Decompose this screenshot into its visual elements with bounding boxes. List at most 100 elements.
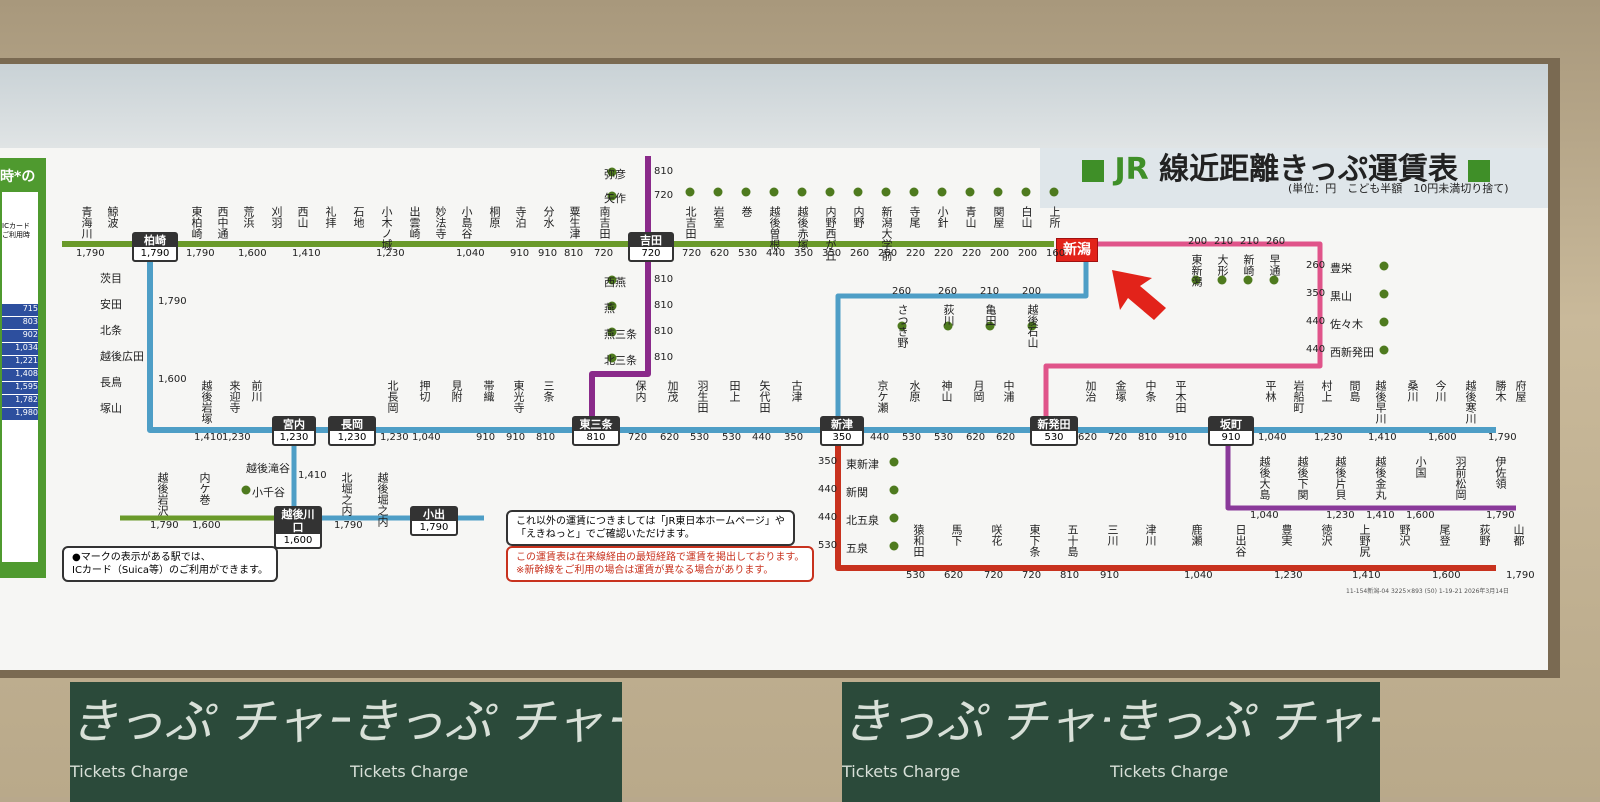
fare-白山: 200 xyxy=(1018,248,1038,259)
hub-fare: 1,230 xyxy=(279,432,309,443)
station-巻: 巻 xyxy=(740,206,753,217)
station-羽生田: 羽生田 xyxy=(696,380,709,413)
station-西新発田: 西新発田 xyxy=(1330,346,1374,359)
fare-安田: 1,790 xyxy=(158,296,187,307)
fare-寺尾: 220 xyxy=(906,248,926,259)
ic-dot-icon xyxy=(889,541,899,551)
yahiko-line xyxy=(589,156,651,430)
station-加治: 加治 xyxy=(1084,380,1097,402)
fare-北三条: 810 xyxy=(654,352,674,363)
station-越後広田: 越後広田 xyxy=(100,350,144,363)
sign-english: Tickets Charge xyxy=(70,762,189,781)
jr-logo: JR xyxy=(1114,152,1149,187)
station-豊実: 豊実 xyxy=(1280,524,1293,546)
station-上野尻: 上野尻 xyxy=(1358,524,1371,557)
fare-越後大島: 1,040 xyxy=(1250,510,1279,521)
fare-越後赤塚: 350 xyxy=(794,248,814,259)
ic-dot-icon xyxy=(769,187,779,197)
station-青山: 青山 xyxy=(964,206,977,228)
fare-東柏崎: 1,790 xyxy=(186,248,215,259)
station-越後金丸: 越後金丸 xyxy=(1374,456,1387,500)
station-越後大島: 越後大島 xyxy=(1258,456,1271,500)
station-平林: 平林 xyxy=(1264,380,1277,402)
station-北三条: 北三条 xyxy=(604,354,637,367)
station-府屋: 府屋 xyxy=(1514,380,1527,402)
ic-fare-row: 1,034 xyxy=(2,343,38,355)
shinetsu-upper-line xyxy=(835,244,1089,430)
fare-西新発田: 440 xyxy=(1306,344,1326,355)
station-矢作: 矢作 xyxy=(604,192,626,205)
fare-今川: 1,600 xyxy=(1428,432,1457,443)
hub-fare: 530 xyxy=(1044,432,1064,443)
ticket-sign-4: きっぷ チャージTickets Charge xyxy=(1110,682,1380,802)
fare-小島谷: 1,040 xyxy=(456,248,485,259)
fine-print: 11-154新潟-04 3225×893 (50) 1-19-21 2026年3… xyxy=(1346,588,1509,595)
ic-dot-icon xyxy=(943,321,953,331)
ic-dot-icon xyxy=(607,275,617,285)
ic-dot-icon xyxy=(1191,275,1201,285)
fare-上野尻: 1,410 xyxy=(1352,570,1381,581)
station-内野西が丘: 内野西が丘 xyxy=(824,206,837,261)
station-小木ノ城: 小木ノ城 xyxy=(380,206,393,250)
fare-内野西が丘: 350 xyxy=(822,248,842,259)
fare-豊実: 1,230 xyxy=(1274,570,1303,581)
station-越後岩塚: 越後岩塚 xyxy=(200,380,213,424)
station-亀田: 亀田 xyxy=(984,304,997,326)
station-燕: 燕 xyxy=(604,302,615,315)
fare-三川: 910 xyxy=(1100,570,1120,581)
sign-english: Tickets Charge xyxy=(1110,762,1229,781)
fare-東光寺: 910 xyxy=(506,432,526,443)
hub-name: 小出 xyxy=(412,508,456,521)
fare-東新津: 350 xyxy=(818,456,838,467)
fare-分水: 910 xyxy=(538,248,558,259)
ic-dot-icon xyxy=(607,327,617,337)
fare-平木田: 910 xyxy=(1168,432,1188,443)
station-越後寒川: 越後寒川 xyxy=(1464,380,1477,424)
station-今川: 今川 xyxy=(1434,380,1447,402)
ic-dot-icon xyxy=(1027,321,1037,331)
title-band xyxy=(1040,148,1548,208)
ic-dot-icon xyxy=(897,321,907,331)
sign-text: きっぷ チャージ xyxy=(350,694,622,750)
fare-北吉田: 720 xyxy=(682,248,702,259)
fare-越後片貝: 1,230 xyxy=(1326,510,1355,521)
station-石地: 石地 xyxy=(352,206,365,228)
station-東新潟: 東新潟 xyxy=(1190,254,1203,287)
station-越後滝谷: 越後滝谷 xyxy=(246,462,290,475)
ticket-sign-1: きっぷ チャージTickets Charge xyxy=(70,682,350,802)
fare-table-title: JR 線近距離きっぷ運賃表 xyxy=(1082,144,1491,188)
station-小千谷: 小千谷 xyxy=(252,486,285,499)
station-越後曽根: 越後曽根 xyxy=(768,206,781,250)
fare-猿和田: 530 xyxy=(906,570,926,581)
fare-青海川: 1,790 xyxy=(76,248,105,259)
ic-dot-icon xyxy=(937,187,947,197)
station-南吉田: 南吉田 xyxy=(598,206,611,239)
station-上所: 上所 xyxy=(1048,206,1061,228)
fare-京ケ瀬: 440 xyxy=(870,432,890,443)
ic-fare-row: 1,782 xyxy=(2,395,38,407)
fare-帯織: 910 xyxy=(476,432,496,443)
fare-佐々木: 440 xyxy=(1306,316,1326,327)
fare-北長岡: 1,230 xyxy=(380,432,409,443)
fare-弥彦: 810 xyxy=(654,166,674,177)
station-五泉: 五泉 xyxy=(846,542,868,555)
station-越後岩沢: 越後岩沢 xyxy=(156,472,169,516)
station-越後下関: 越後下関 xyxy=(1296,456,1309,500)
station-寺泊: 寺泊 xyxy=(514,206,527,228)
station-帯織: 帯織 xyxy=(482,380,495,402)
hub-name: 東三条 xyxy=(574,418,618,431)
fare-西燕: 810 xyxy=(654,274,674,285)
ic-dot-icon xyxy=(685,187,695,197)
fare-豊栄: 260 xyxy=(1306,260,1326,271)
station-岩船町: 岩船町 xyxy=(1292,380,1305,413)
station-桐原: 桐原 xyxy=(488,206,501,228)
fare-伊佐領: 1,790 xyxy=(1486,510,1515,521)
station-月岡: 月岡 xyxy=(972,380,985,402)
fare-亀田: 210 xyxy=(980,286,1000,297)
